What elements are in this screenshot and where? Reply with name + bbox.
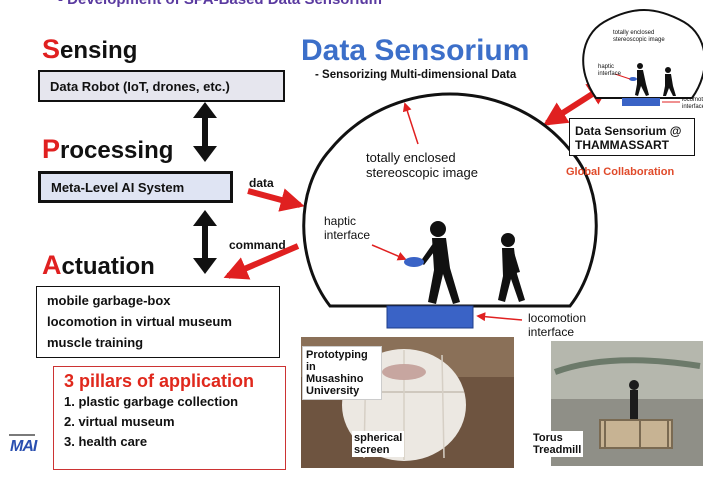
walking-person-with-haptic bbox=[404, 221, 460, 304]
image-label: totally enclosed stereoscopic image bbox=[366, 150, 478, 180]
prototype-caption-line: Prototyping in bbox=[306, 349, 368, 373]
thammassart-line: THAMMASSART bbox=[575, 138, 669, 152]
haptic-pointer bbox=[371, 244, 407, 261]
sensing-rest: ensing bbox=[60, 37, 138, 64]
image-pointer bbox=[402, 102, 419, 145]
processing-rest: rocessing bbox=[60, 137, 174, 164]
sensorium-subtitle: - Sensorizing Multi-dimensional Data bbox=[315, 69, 517, 81]
haptic-label-line: interface bbox=[324, 228, 371, 242]
image-label-line: stereoscopic image bbox=[366, 165, 478, 180]
processing-heading: Processing bbox=[42, 134, 173, 165]
haptic-label-line: haptic bbox=[324, 214, 357, 228]
torus-treadmill-caption: Torus Treadmill bbox=[531, 431, 584, 457]
locomotion-label-line: interface bbox=[528, 325, 575, 339]
data-robot-box: Data Robot (IoT, drones, etc.) bbox=[38, 70, 285, 102]
mai-logo-letters: MAI bbox=[10, 438, 37, 455]
haptic-label: haptic interface bbox=[324, 214, 370, 242]
processing-initial: P bbox=[42, 134, 61, 164]
thammassart-line: Data Sensorium @ bbox=[575, 124, 682, 138]
walking-person bbox=[498, 233, 525, 302]
pillars-title: 3 pillars of application bbox=[64, 371, 255, 391]
prototype-caption: Prototyping in Musashino University bbox=[302, 346, 382, 400]
image-label-line: totally enclosed bbox=[366, 150, 456, 165]
mini-loco-label: locomotion interface bbox=[682, 97, 703, 111]
command-arrow bbox=[223, 243, 300, 280]
mai-logo bbox=[9, 434, 35, 436]
prototype-caption-line: Musashino bbox=[306, 373, 364, 385]
actuation-item: locomotion in virtual museum bbox=[47, 314, 232, 329]
torus-caption-line: Treadmill bbox=[533, 444, 582, 456]
locomotion-pointer bbox=[476, 312, 523, 322]
sensorium-title: Data Sensorium bbox=[301, 34, 530, 67]
meta-level-ai-label: Meta-Level AI System bbox=[51, 179, 185, 195]
command-arrow-label: command bbox=[229, 238, 286, 252]
locomotion-platform bbox=[386, 305, 474, 329]
thammassart-box: Data Sensorium @ THAMMASSART bbox=[569, 118, 695, 156]
mini-image-label: totally enclosed stereoscopic image bbox=[613, 30, 665, 44]
locomotion-label-line: locomotion bbox=[528, 311, 587, 325]
meta-level-ai-box: Meta-Level AI System bbox=[38, 171, 233, 203]
processing-actuation-arrow bbox=[193, 210, 217, 274]
mini-haptic-label-line: haptic bbox=[598, 64, 615, 70]
actuation-rest: ctuation bbox=[61, 253, 155, 280]
spherical-caption-line: spherical bbox=[354, 432, 403, 444]
prototype-caption-line: University bbox=[306, 385, 360, 397]
mini-loco-label-line: interface bbox=[682, 104, 703, 110]
torus-caption-line: Torus bbox=[533, 432, 563, 444]
spherical-caption-line: screen bbox=[354, 444, 390, 456]
data-arrow bbox=[247, 188, 305, 212]
mini-loco-label-line: locomotion bbox=[682, 97, 703, 103]
data-robot-label: Data Robot (IoT, drones, etc.) bbox=[50, 78, 230, 94]
actuation-item: mobile garbage-box bbox=[47, 293, 171, 308]
sensing-heading: Sensing bbox=[42, 34, 137, 65]
pillar-item: 1. plastic garbage collection bbox=[64, 394, 239, 409]
mini-locomotion-platform bbox=[622, 98, 660, 106]
mini-image-label-line: stereoscopic image bbox=[613, 37, 665, 43]
mini-dome bbox=[582, 8, 703, 99]
header-subtitle-line: - Development of SPA-Based Data Sensoriu… bbox=[58, 0, 382, 8]
pillars-box: 3 pillars of application 1. plastic garb… bbox=[53, 366, 286, 470]
actuation-item: muscle training bbox=[47, 335, 144, 350]
sensorium-dome bbox=[302, 92, 598, 308]
locomotion-label: locomotion interface bbox=[528, 311, 586, 339]
actuation-box: mobile garbage-box locomotion in virtual… bbox=[36, 286, 280, 358]
data-arrow-label: data bbox=[249, 176, 274, 190]
sensing-processing-arrow bbox=[193, 102, 217, 162]
pillar-item: 2. virtual museum bbox=[64, 414, 175, 429]
actuation-initial: A bbox=[42, 250, 62, 280]
global-collaboration-label: Global Collaboration bbox=[566, 166, 675, 178]
mini-haptic-label: haptic interface bbox=[598, 64, 621, 78]
pillar-item: 3. health care bbox=[64, 434, 148, 449]
mini-image-label-line: totally enclosed bbox=[613, 30, 655, 36]
sensing-initial: S bbox=[42, 34, 61, 64]
spherical-screen-caption: spherical screen bbox=[352, 431, 405, 457]
mini-haptic-label-line: interface bbox=[598, 71, 622, 77]
actuation-heading: Actuation bbox=[42, 250, 155, 281]
mini-walking-people bbox=[629, 63, 676, 96]
torus-treadmill-photo bbox=[551, 341, 703, 466]
mini-haptic-pointer bbox=[614, 73, 631, 80]
